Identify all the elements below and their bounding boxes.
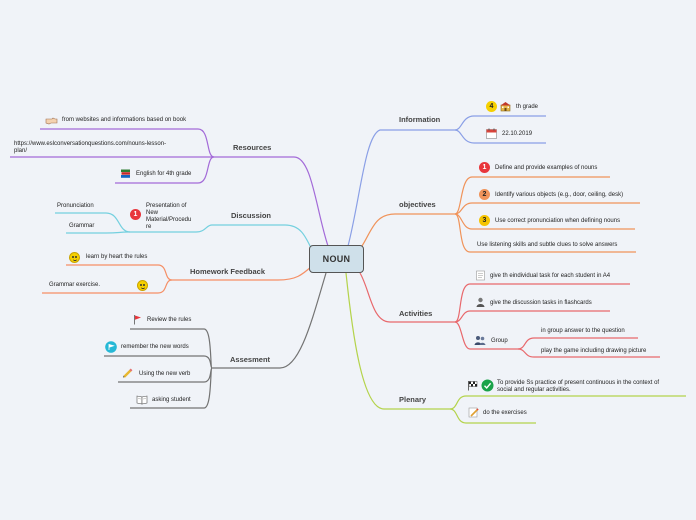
- resource-url-line-2[interactable]: plan/: [14, 148, 28, 154]
- branch-discussion[interactable]: Discussion: [231, 211, 272, 220]
- date-text: 22.10.2019: [502, 131, 533, 137]
- pencil-icon: [122, 368, 133, 379]
- grade-number-icon: 4: [486, 101, 497, 112]
- activity-group-text: Group: [491, 338, 508, 344]
- group-item-2-text: play the game including drawing picture: [541, 348, 647, 354]
- priority-1-icon: 1: [479, 162, 490, 173]
- branch-activities[interactable]: Activities: [399, 309, 433, 318]
- discussion-pronunciation-text: Pronunciation: [57, 203, 94, 209]
- plenary-line-1: To provide Ss practice of present contin…: [497, 380, 660, 386]
- central-topic-label: NOUN: [322, 254, 351, 264]
- presentation-line-4: re: [146, 224, 152, 230]
- homework-rules-text: learn by heart the rules: [86, 254, 148, 260]
- branch-resources[interactable]: Resources: [233, 143, 272, 152]
- activity-flashcards-text: give the discussion tasks in flashcards: [490, 300, 592, 306]
- branch-objectives[interactable]: objectives: [399, 200, 436, 209]
- resource-book-text: English for 4th grade: [136, 171, 192, 177]
- red-flag-icon: [132, 314, 143, 325]
- open-book-icon: [136, 394, 148, 405]
- plenary-connectors: [345, 272, 686, 424]
- calendar-icon: [486, 128, 497, 139]
- resources-connectors: [10, 128, 329, 247]
- assesment-item-4-text: asking student: [152, 397, 191, 403]
- resource-url-line-1[interactable]: https://www.eslconversationquestions.com…: [14, 141, 167, 147]
- priority-3-icon: 3: [479, 215, 490, 226]
- branch-information[interactable]: Information: [399, 115, 441, 124]
- activity-task-text: give th eindividual task for each studen…: [490, 273, 611, 279]
- task-sheet-icon: [475, 270, 486, 281]
- branch-homework-feedback[interactable]: Homework Feedback: [190, 267, 266, 276]
- priority-2-icon: 2: [479, 189, 490, 200]
- group-item-1-text: in group answer to the question: [541, 328, 625, 334]
- discussion-grammar-text: Grammar: [69, 223, 95, 229]
- homework-grammar-text: Grammar exercise.: [49, 282, 101, 288]
- presentation-line-1: Presentation of: [146, 203, 187, 209]
- objectives-connectors: [361, 176, 640, 253]
- presentation-line-3: Material/Procedu: [146, 217, 192, 223]
- books-icon: [120, 168, 131, 179]
- objective-4-text: Use listening skills and subtle clues to…: [477, 242, 618, 248]
- discussion-person-icon: [475, 297, 486, 308]
- objective-3-text: Use correct pronunciation when defining …: [495, 218, 621, 224]
- assesment-connectors: [104, 272, 327, 409]
- objective-2-text: Identify various objects (e.g., door, ce…: [495, 192, 624, 198]
- group-people-icon: [474, 335, 486, 346]
- central-topic[interactable]: NOUN: [309, 245, 364, 273]
- check-mark-icon: [481, 379, 494, 392]
- information-connectors: [347, 115, 546, 247]
- objective-1-text: Define and provide examples of nouns: [495, 165, 598, 171]
- assesment-item-2-text: remember the new words: [121, 344, 189, 350]
- plenary-exercises-text: do the exercises: [483, 410, 527, 416]
- blue-flag-icon: [105, 341, 117, 353]
- plenary-line-2: social and regular activities.: [497, 387, 571, 393]
- branch-assesment[interactable]: Assesment: [230, 355, 271, 364]
- exercise-pencil-icon: [468, 407, 479, 418]
- assesment-item-3-text: Using the new verb: [139, 371, 191, 377]
- presentation-line-2: New: [146, 210, 159, 216]
- branch-plenary[interactable]: Plenary: [399, 395, 427, 404]
- school-building-icon: [500, 101, 511, 112]
- pointing-hand-icon: [45, 115, 58, 126]
- grade-text: th grade: [516, 104, 539, 110]
- smiley-face-icon: [69, 252, 80, 263]
- grinning-face-icon: [137, 280, 148, 291]
- assesment-item-1-text: Review the rules: [147, 317, 192, 323]
- discussion-priority-1-icon: 1: [130, 209, 141, 220]
- checkered-flag-icon: [467, 380, 478, 391]
- resource-websites-text: from websites and informations based on …: [62, 117, 187, 123]
- activities-connectors: [359, 272, 660, 358]
